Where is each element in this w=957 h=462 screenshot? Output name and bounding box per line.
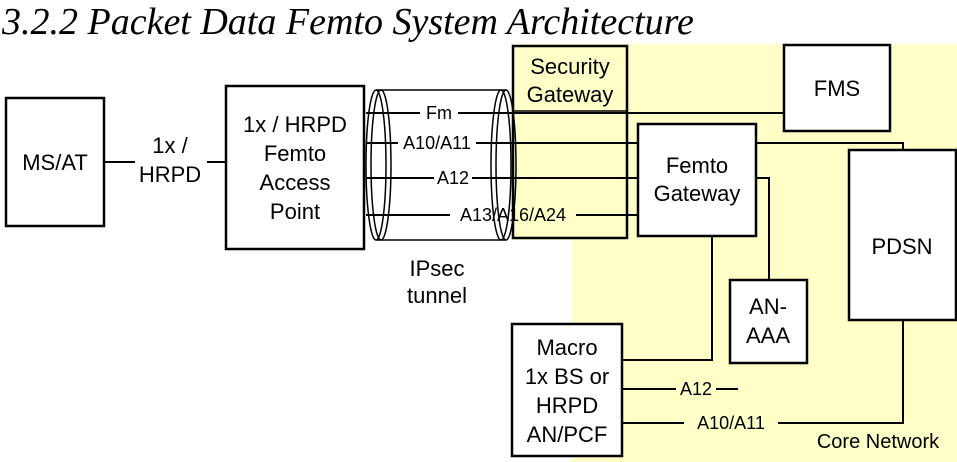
sgw-label-line2: Gateway bbox=[527, 82, 614, 107]
fap-label-line2: Femto bbox=[264, 141, 326, 166]
fgw-label-line2: Gateway bbox=[654, 181, 741, 206]
core-network-label: Core Network bbox=[817, 431, 940, 453]
aaa-label-line1: AN- bbox=[749, 294, 787, 319]
femto-access-point-box bbox=[224, 84, 366, 251]
macro-label-line3: HRPD bbox=[536, 393, 598, 418]
fms-label: FMS bbox=[814, 76, 860, 101]
ms-at-label: MS/AT bbox=[22, 150, 88, 175]
fap-label-line1: 1x / HRPD bbox=[243, 112, 347, 137]
macro-label-line1: Macro bbox=[536, 335, 597, 360]
fap-label-line4: Point bbox=[270, 199, 320, 224]
a12-interface-label: A12 bbox=[437, 168, 469, 188]
a13-a16-a24-interface-label: A13/A16/A24 bbox=[460, 205, 566, 225]
tunnel-label-line1: IPsec bbox=[409, 256, 464, 281]
macro-label-line2: 1x BS or bbox=[525, 364, 609, 389]
an-aaa-box bbox=[728, 278, 809, 365]
fgw-label-line1: Femto bbox=[666, 153, 728, 178]
connections bbox=[105, 112, 904, 424]
air-interface-label-line1: 1x / bbox=[152, 133, 188, 158]
sgw-label-line1: Security bbox=[530, 54, 609, 79]
femto-gateway-box bbox=[636, 122, 758, 238]
core-network-region bbox=[513, 44, 957, 462]
macro-bs-box bbox=[510, 322, 624, 458]
ipsec-tunnel bbox=[365, 89, 517, 241]
pdsn-macro-line bbox=[778, 320, 904, 424]
fgw-aaa-line bbox=[756, 177, 770, 280]
aaa-label-line2: AAA bbox=[746, 323, 790, 348]
tunnel-label-line2: tunnel bbox=[407, 283, 467, 308]
macro-label-line4: AN/PCF bbox=[527, 422, 608, 447]
section-title: 3.2.2 Packet Data Femto System Architect… bbox=[2, 1, 694, 43]
fgw-pdsn-line bbox=[756, 142, 904, 150]
fms-box bbox=[782, 43, 892, 133]
pdsn-label: PDSN bbox=[871, 234, 932, 259]
macro-a10-a11-interface-label: A10/A11 bbox=[697, 413, 765, 433]
macro-a12-interface-label: A12 bbox=[680, 379, 712, 399]
fm-interface-label: Fm bbox=[426, 103, 452, 123]
pdsn-box bbox=[847, 148, 957, 322]
a10-a11-interface-label: A10/A11 bbox=[403, 133, 471, 153]
security-gateway-box bbox=[511, 44, 629, 240]
ms-at-box bbox=[4, 96, 106, 228]
fap-label-line3: Access bbox=[260, 170, 331, 195]
air-interface-label-line2: HRPD bbox=[139, 162, 201, 187]
fgw-macro-line bbox=[622, 236, 713, 361]
